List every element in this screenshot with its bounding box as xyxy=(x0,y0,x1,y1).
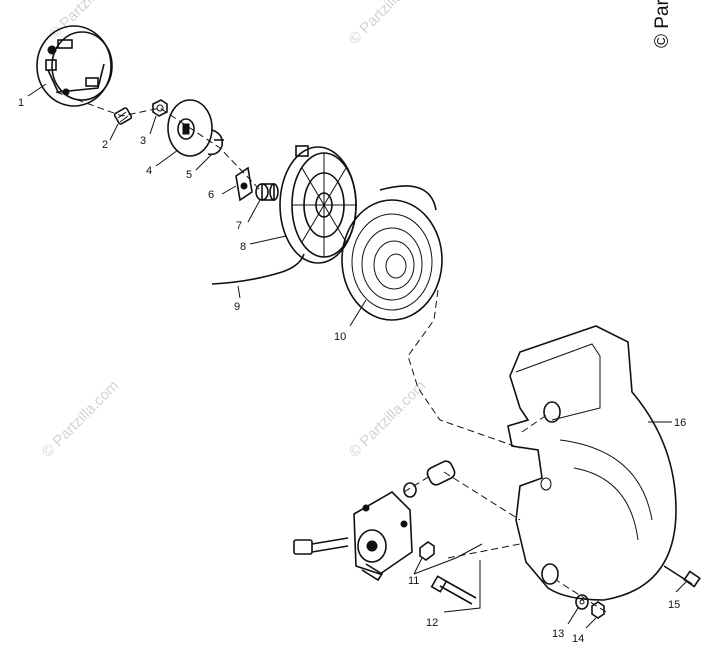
callout-2: 2 xyxy=(102,139,108,151)
part-15-screw[interactable] xyxy=(663,565,701,588)
callout-12: 12 xyxy=(426,617,438,629)
part-4-pulley[interactable] xyxy=(167,99,213,157)
callout-16: 16 xyxy=(674,417,686,429)
pump-assembly[interactable] xyxy=(353,490,413,582)
part-10-recoil-spring[interactable] xyxy=(341,185,443,321)
callout-14: 14 xyxy=(572,633,584,645)
part-7-bushing[interactable] xyxy=(255,183,279,201)
pump-bolt[interactable] xyxy=(293,537,349,555)
part-12-bolt[interactable] xyxy=(430,575,477,605)
callout-15: 15 xyxy=(668,599,680,611)
watermark: © Partzilla.com xyxy=(39,377,122,460)
callout-10: 10 xyxy=(334,331,346,343)
part-5-clip[interactable] xyxy=(207,129,224,156)
part-9-rope[interactable] xyxy=(211,253,305,285)
part-3-nut[interactable] xyxy=(152,99,168,117)
watermark: © Partzilla.com xyxy=(46,0,129,43)
callout-4: 4 xyxy=(146,165,152,177)
copyright-text: © Partz xyxy=(652,0,673,48)
callouts: 1 2 3 4 5 6 7 8 9 10 11 12 13 14 15 16 xyxy=(18,97,686,645)
watermark: © Partzilla.com xyxy=(346,0,429,48)
callout-9: 9 xyxy=(234,301,240,313)
part-1-starter-cup[interactable] xyxy=(36,25,113,107)
part-2-bolt[interactable] xyxy=(113,107,133,125)
part-13-washer[interactable] xyxy=(575,594,589,610)
part-8-rewind-pulley[interactable] xyxy=(279,145,357,264)
watermark: © Partzilla.com xyxy=(346,377,429,460)
housing-bushing[interactable] xyxy=(403,459,457,498)
callout-1: 1 xyxy=(18,97,24,109)
watermarks: © Partzilla.com © Partzilla.com © Partzi… xyxy=(39,0,429,461)
callout-8: 8 xyxy=(240,241,246,253)
callout-7: 7 xyxy=(236,220,242,232)
part-6-bracket[interactable] xyxy=(235,166,253,202)
callout-6: 6 xyxy=(208,189,214,201)
part-11-washer[interactable] xyxy=(419,541,435,561)
callout-11: 11 xyxy=(408,575,419,587)
assembly-lines xyxy=(55,91,607,613)
part-14-nut[interactable] xyxy=(591,601,605,619)
callout-5: 5 xyxy=(186,169,192,181)
callout-13: 13 xyxy=(552,628,564,640)
part-16-fan-housing[interactable] xyxy=(507,325,677,601)
callout-3: 3 xyxy=(140,135,146,147)
leader-lines xyxy=(27,83,687,629)
